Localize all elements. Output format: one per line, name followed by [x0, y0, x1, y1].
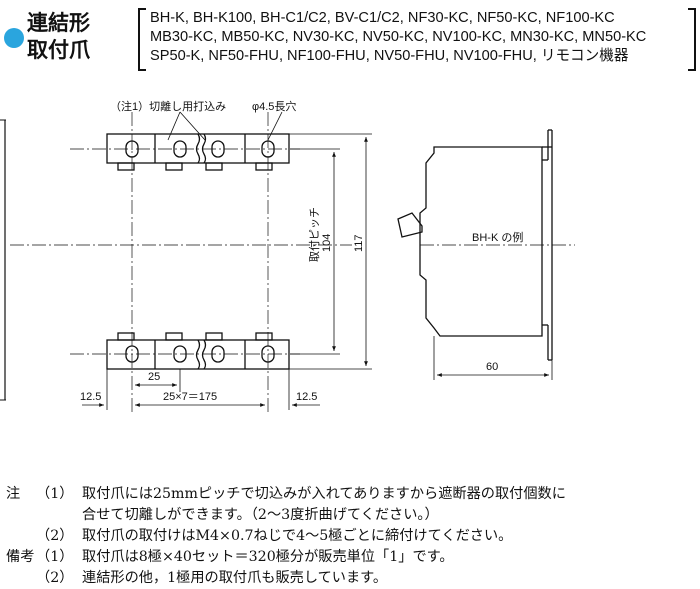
note1-line1: 取付爪には25mmピッチで切込みが入れてありますから遮断器の取付個数に	[82, 486, 566, 502]
models-line-2: MB30-KC, MB50-KC, NV30-KC, NV50-KC, NV10…	[150, 29, 647, 45]
label-slotted-hole: φ4.5長穴	[252, 99, 296, 113]
section-title-line2: 取付爪	[27, 38, 90, 62]
note-head: 注	[6, 486, 21, 502]
dim-104: 104	[321, 234, 333, 252]
remark1-text: 取付爪は8極×40セット＝320極分が販売単位「1」です。	[82, 549, 454, 565]
section-title-line1: 連結形	[27, 11, 90, 35]
mounting-rail-drawing: （注1）切離し用打込み φ4.5長穴 取付ピッチ 104 117 25 12.5…	[0, 99, 575, 412]
models-bracket-right	[688, 8, 696, 71]
dim-117: 117	[353, 234, 365, 252]
note2-text: 取付爪の取付けはM4×0.7ねじで4～5極ごとに締付けてください。	[82, 528, 513, 544]
note2-num: （2）	[36, 528, 74, 544]
dim-12-5-left: 12.5	[80, 391, 101, 403]
dim-12-5-right: 12.5	[296, 391, 317, 403]
remark1-num: （1）	[36, 549, 74, 565]
models-line-3: SP50-K, NF50-FHU, NF100-FHU, NV50-FHU, N…	[150, 48, 629, 64]
label-mounting-pitch: 取付ピッチ	[308, 207, 321, 262]
bottom-rail	[106, 332, 290, 370]
dim-total-175: 25×7＝175	[163, 391, 217, 403]
section-bullet-icon	[4, 28, 24, 48]
top-rail	[106, 133, 290, 171]
note1-line2: 合せて切離しができます。（2～3度折曲げてください。）	[82, 507, 439, 523]
label-cut-slot: （注1）切離し用打込み	[110, 99, 226, 113]
note1-num: （1）	[36, 486, 74, 502]
remark-head: 備考	[6, 549, 35, 565]
models-bracket-left	[138, 8, 146, 71]
side-view-breaker	[397, 129, 553, 361]
remark2-text: 連結形の他，1極用の取付爪も販売しています。	[82, 570, 388, 586]
models-line-1: BH-K, BH-K100, BH-C1/C2, BV-C1/C2, NF30-…	[150, 10, 615, 26]
dim-60: 60	[486, 361, 498, 373]
remark2-num: （2）	[36, 570, 74, 586]
side-view-label: BH-K の例	[472, 230, 523, 244]
dim-25: 25	[148, 371, 160, 383]
